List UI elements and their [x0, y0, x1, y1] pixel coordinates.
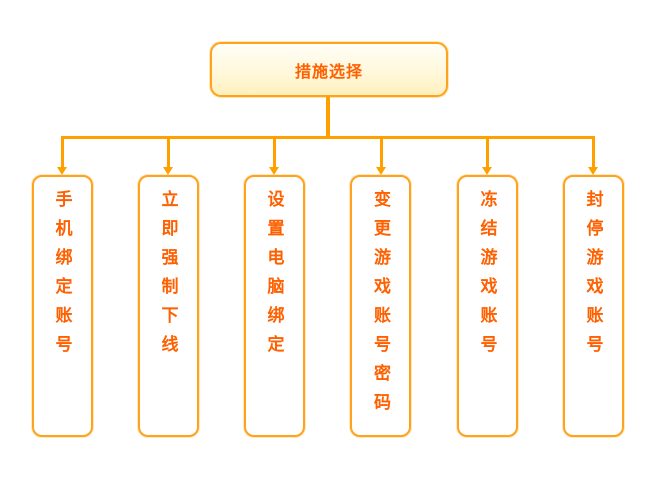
- node-change-account-password: 变更游戏账号密码: [350, 175, 411, 437]
- node-label: 冻结游戏账号: [477, 190, 497, 364]
- root-node-measure-selection: 措施选择: [210, 42, 448, 97]
- node-label: 手机绑定账号: [52, 190, 72, 364]
- node-bind-phone-account: 手机绑定账号: [31, 175, 93, 437]
- node-force-offline: 立即强制下线: [137, 175, 199, 437]
- arrow-down-icon: [57, 167, 67, 175]
- node-label: 立即强制下线: [158, 190, 178, 364]
- node-label: 变更游戏账号密码: [371, 190, 390, 422]
- connector-root-stub: [326, 97, 330, 137]
- root-node-label: 措施选择: [294, 63, 363, 81]
- node-ban-game-account: 封停游戏账号: [562, 175, 624, 437]
- connector-drop-6: [591, 138, 595, 168]
- node-label: 设置电脑绑定: [264, 190, 284, 364]
- node-label: 封停游戏账号: [583, 190, 603, 364]
- connector-drop-2: [166, 138, 170, 168]
- arrow-down-icon: [163, 167, 173, 175]
- arrow-down-icon: [482, 167, 492, 175]
- node-freeze-game-account: 冻结游戏账号: [456, 175, 518, 437]
- connector-horizontal-bus: [61, 136, 595, 139]
- connector-drop-3: [272, 138, 276, 168]
- node-set-computer-binding: 设置电脑绑定: [243, 175, 305, 437]
- connector-drop-4: [379, 138, 383, 168]
- connector-drop-1: [60, 138, 64, 168]
- arrow-down-icon: [376, 167, 386, 175]
- connector-drop-5: [485, 138, 489, 168]
- arrow-down-icon: [269, 167, 279, 175]
- arrow-down-icon: [588, 167, 598, 175]
